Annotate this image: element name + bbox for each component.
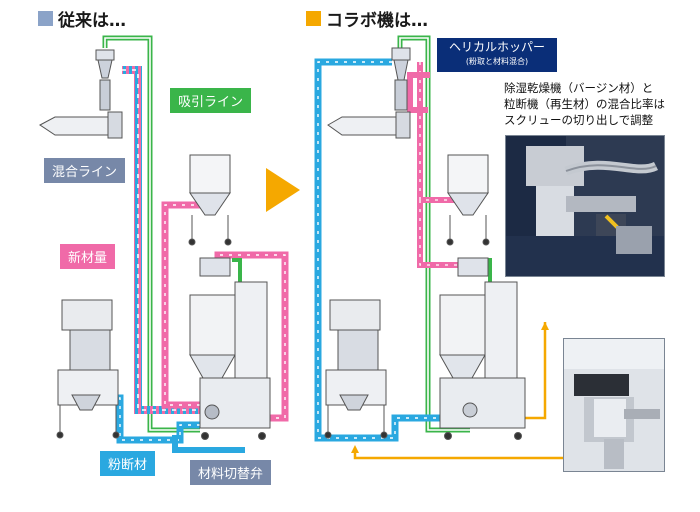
helical-hopper-callout: ヘリカルホッパー (粉取と材料混合) (437, 38, 557, 72)
header-square-icon (306, 11, 321, 26)
mixing-ratio-description: 除湿乾燥機（バージン材）と 粒断機（再生材）の混合比率は スクリューの切り出しで… (504, 81, 665, 127)
collabo-header-text: コラボ機は… (326, 11, 428, 31)
switch-valve-label: 材料切替弁 (190, 460, 272, 485)
conventional-header: 従来は… (38, 6, 126, 31)
conventional-header-text: 従来は… (58, 11, 126, 31)
header-square-icon (38, 11, 53, 26)
helical-hopper-subtitle: (粉取と材料混合) (465, 57, 529, 66)
helical-hopper-title: ヘリカルホッパー (448, 40, 545, 54)
switching-unit-photo (563, 338, 665, 472)
right-machines (324, 47, 526, 440)
regrind-label: 粉断材 (100, 451, 156, 476)
virgin-material-label: 新材量 (60, 244, 116, 269)
left-machines (39, 49, 271, 440)
switching-unit-photo-image (564, 339, 664, 471)
screw-feeder-photo (505, 135, 665, 277)
suction-line-label: 吸引ライン (170, 88, 252, 113)
mix-line-label: 混合ライン (44, 158, 126, 183)
screw-feeder-photo-image (506, 136, 664, 276)
transition-arrow-icon (266, 168, 300, 212)
collabo-header: コラボ機は… (306, 6, 428, 31)
